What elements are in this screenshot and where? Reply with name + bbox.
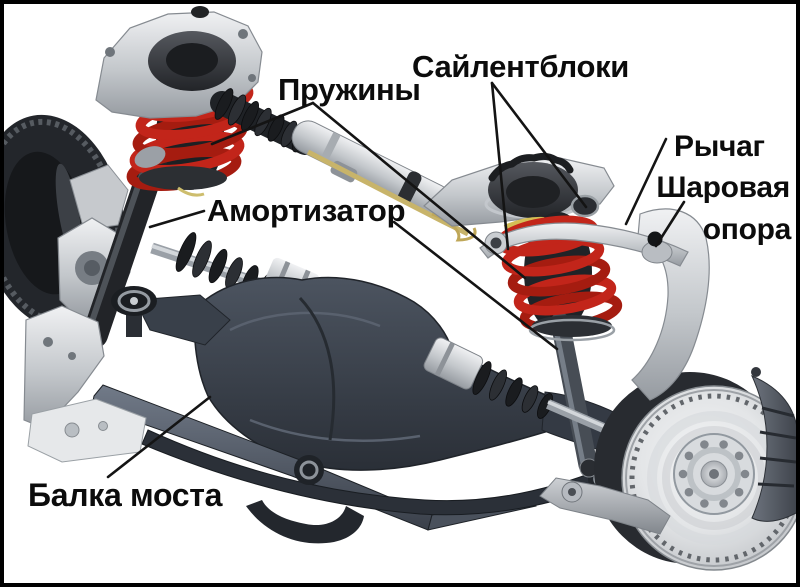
boot-rib [521,385,539,413]
left-brackets [23,305,147,463]
bolt-hole [734,451,744,461]
subframe-bushing-front [111,286,157,337]
bolt-hole [678,469,688,479]
leader-springs-left [210,101,315,146]
label-springs: Пружины [278,72,421,107]
subframe-hook [246,500,364,544]
cv-joint-groove [434,341,455,377]
left-mount-nub [191,6,209,18]
left-spring-clip-yellow [177,186,205,197]
disc-brush-arc [662,426,766,530]
bushing-body [294,455,324,485]
caliper-fins [757,406,796,488]
leader-silentblock-rear [490,81,588,209]
right-knuckle [631,208,710,401]
boot-rib [227,94,247,126]
label-silent-blocks: Сайлентблоки [412,49,629,84]
bolt-hole [719,440,728,449]
label-shock-absorber: Амортизатор [207,193,405,228]
label-axle-beam: Балка моста [28,477,223,513]
disc-vent-slots [629,393,796,563]
leader-shock-right [392,220,559,351]
bracket-hole [68,352,76,360]
left-mount-hole [248,74,256,82]
boot-rib [472,361,492,395]
dome-center [506,176,560,208]
lower-arm-bushing-center [568,488,576,496]
caliper-pin [751,367,761,377]
rack-clamp [319,131,341,165]
subframe-stamp-line [229,311,381,332]
silentblock-front-center [490,237,502,249]
hub-chamfer [687,447,741,501]
right-spring-coil [507,255,611,297]
bushing-center [130,297,138,305]
bolt-hole [700,499,709,508]
right-spring-coil [513,274,617,316]
bolt-hole [719,499,728,508]
cv-joint-right [423,337,484,390]
bracket-hole [43,337,53,347]
bushing-ring [117,290,151,312]
labels: Пружины Сайлентблоки Амортизатор Рычаг Ш… [28,49,792,513]
upper-control-arm-group [479,222,689,267]
boot-rib [214,88,234,120]
bracket-hole [98,421,108,431]
rack-rubber-band [397,171,422,204]
right-lower-arm [539,477,671,535]
leader-shock-left [148,209,206,229]
subframe-left-arm [134,294,231,346]
left-mount-bracket [23,305,105,429]
right-shock-highlight [552,321,586,466]
right-brake-disc [594,367,796,571]
leader-silentblock-front [490,81,510,251]
right-spring-seat-lip [528,318,616,342]
boot-rib [208,248,228,284]
leader-ball-joint [654,200,686,248]
dome-knurl [488,152,574,182]
left-mount-hole [238,29,248,39]
bushing-ring [299,460,319,480]
leader-springs-right [311,101,527,280]
boot-rib [505,377,523,407]
wheel-bolt-holes [678,440,750,508]
bolt-hole [734,487,744,497]
bracket-hole [64,422,80,438]
left-shock-collar [134,146,166,168]
boot-rib [192,240,212,278]
hub-center-dot [709,469,719,479]
cv-boot-right [472,361,553,419]
leader-control-arm [624,137,668,226]
left-mount-dome-center [166,43,218,77]
right-spring-seat [532,315,612,337]
subframe-crease [298,296,336,441]
subframe-bushing-center [294,455,324,485]
bolt-hole [740,469,750,479]
left-hub-center [84,260,100,276]
left-spring-seat-bottom [139,166,227,190]
label-ball-joint-line2: опора [703,213,792,246]
left-knuckle-arm [69,164,129,231]
disc-edge-ring [625,389,796,567]
bushing-stem [126,311,142,337]
left-shock-highlight [86,157,150,333]
upper-control-arm [479,222,689,267]
bolt-hole [684,451,694,461]
label-ball-joint-line1: Шаровая [656,171,790,204]
left-mount-hole [105,47,115,57]
bolt-hole [700,440,709,449]
boot-rib [489,369,507,401]
leader-axle-beam [106,395,212,479]
bolt-hole [684,487,694,497]
suspension-illustration: Пружины Сайлентблоки Амортизатор Рычаг Ш… [4,6,796,571]
right-shock-absorber-body [550,312,598,475]
label-control-arm: Рычаг [674,130,765,163]
right-upper-assembly [423,152,615,239]
boot-rib [175,232,197,272]
